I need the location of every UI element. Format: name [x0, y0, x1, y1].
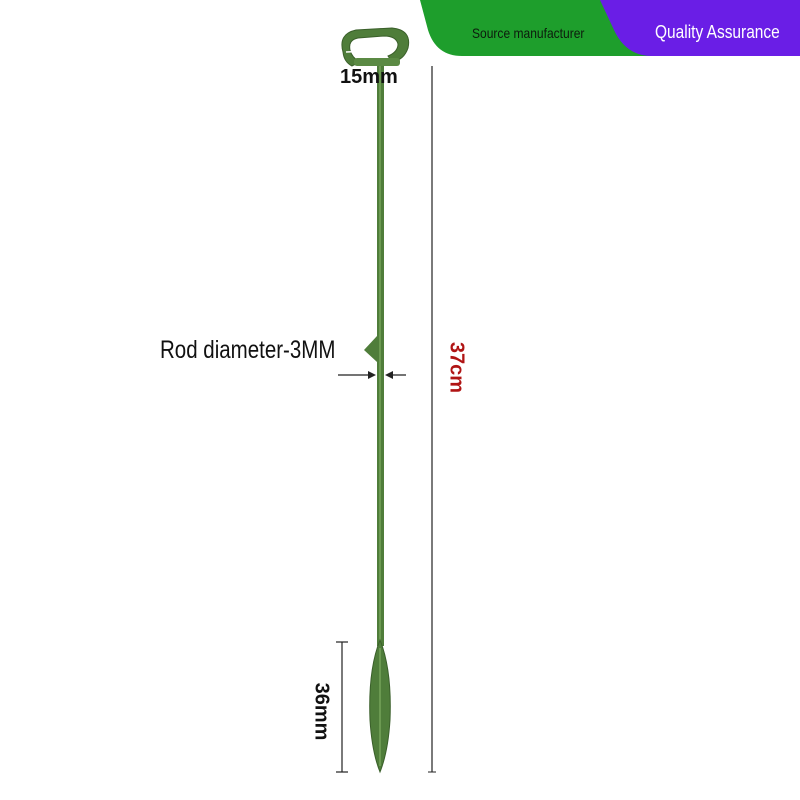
spike-dimension-line: [336, 641, 348, 773]
banner-shape: [420, 0, 800, 56]
total-length-label: 37cm: [445, 341, 468, 394]
clip-width-label: 15mm: [340, 66, 398, 88]
stake-rod-highlight: [379, 66, 381, 646]
banner-left-text: Source manufacturer: [472, 25, 585, 41]
spike-length-label: 36mm: [310, 682, 333, 741]
stake-fin: [364, 336, 377, 362]
length-dimension-line: [428, 66, 436, 773]
stake-clip: [341, 27, 410, 67]
rod-diameter-arrows: [338, 371, 406, 379]
rod-diameter-label: Rod diameter-3MM: [160, 336, 336, 364]
banner-right-text: Quality Assurance: [655, 22, 780, 42]
top-banner: Source manufacturer Quality Assurance: [0, 0, 800, 62]
banner-purple-band: [600, 0, 800, 56]
